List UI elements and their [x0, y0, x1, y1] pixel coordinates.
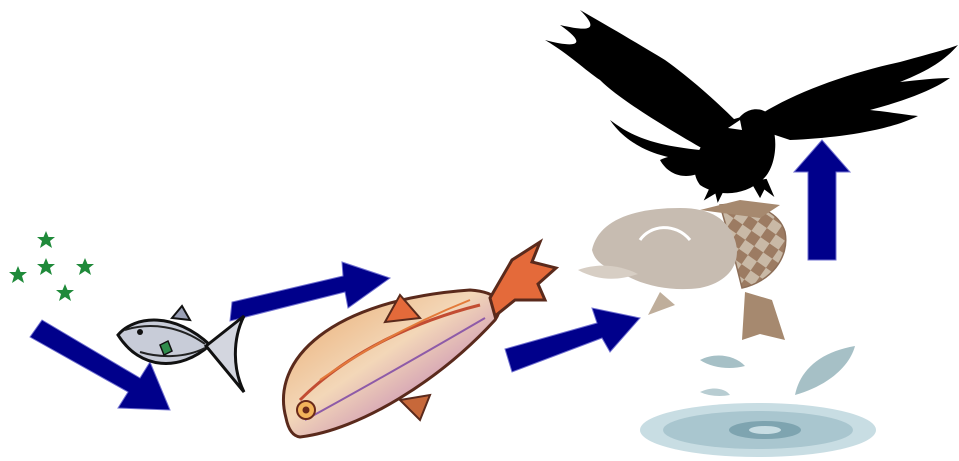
plankton-star — [56, 284, 74, 301]
plankton-star — [37, 258, 55, 275]
plankton-star — [76, 258, 94, 275]
plankton-star — [37, 231, 55, 248]
plankton-icon — [9, 231, 94, 301]
arrow-jumping-fish-to-eagle — [794, 140, 850, 260]
plankton-star — [9, 266, 27, 283]
arrow-large-fish-to-jumping-fish — [505, 308, 640, 372]
water-splash-icon — [640, 346, 876, 457]
red-fish-icon — [283, 242, 556, 437]
eagle-icon — [545, 10, 958, 200]
